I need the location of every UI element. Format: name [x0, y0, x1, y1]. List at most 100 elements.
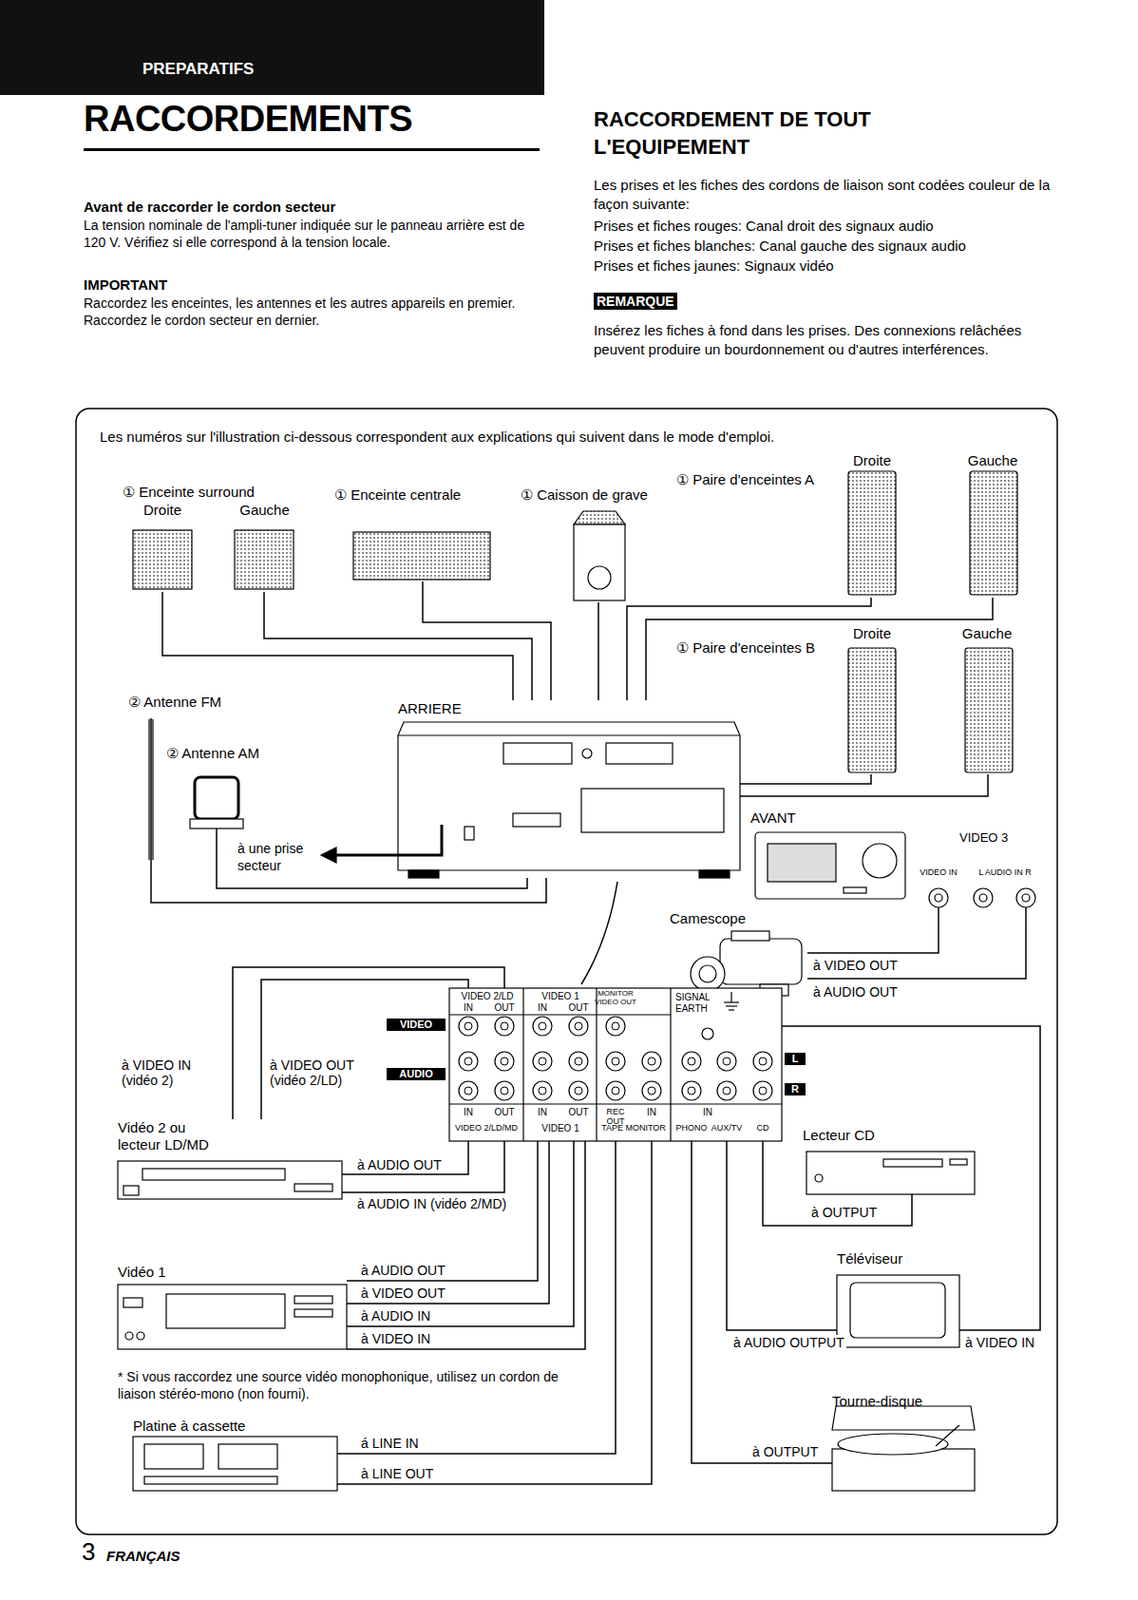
device-label: Gauche: [962, 625, 1013, 643]
jack: [682, 1081, 702, 1101]
drawing-part: [606, 1081, 626, 1101]
label: Raccordez les enceintes, les antennes et…: [83, 294, 545, 329]
drawing-part: [334, 824, 442, 855]
label: Prises et fiches jaunes: Signaux vidéo: [593, 256, 835, 276]
jack: [532, 1081, 552, 1101]
drawing-part: [166, 1293, 285, 1328]
drawing-part: [767, 843, 836, 882]
drawing-part: [848, 471, 896, 595]
label: R: [784, 1082, 806, 1096]
cable: [781, 1025, 1041, 1330]
drawing-part: [682, 1081, 702, 1101]
drawing-part: [606, 1016, 626, 1036]
drawing-part: [699, 870, 730, 878]
label: Insérez les fiches à fond dans les prise…: [593, 321, 1055, 359]
jacks: [458, 1016, 773, 1101]
title-rule: [83, 148, 540, 152]
device-label: Vidéo 2 ou lecteur LD/MD: [117, 1119, 225, 1154]
drawing-part: [832, 1448, 975, 1491]
drawing-part: [969, 471, 1018, 595]
header-bar: [0, 0, 545, 95]
cable: [626, 597, 872, 701]
drawing-part: [687, 1086, 696, 1095]
drawing-part: [294, 1183, 333, 1192]
drawing-part: [965, 647, 1013, 773]
drawing-part: [398, 734, 740, 736]
device-label: ① Enceinte centrale: [334, 486, 461, 504]
label: VIDEO 1: [525, 1122, 596, 1135]
drawing-part: [532, 1051, 552, 1071]
drawing-part: [500, 1086, 509, 1095]
cable: [261, 979, 469, 1120]
drawing-part: [611, 1022, 620, 1030]
drawing-part: [949, 1158, 968, 1165]
label: AUX/TV: [707, 1122, 746, 1133]
drawing-part: [353, 531, 491, 580]
drawing-part: [294, 1308, 333, 1317]
label: VIDEO 2/LD/MD: [450, 1122, 523, 1133]
label: Prises et fiches rouges: Canal droit des…: [593, 216, 934, 236]
video-deck: Vidéo 2 ou lecteur LD/MD: [117, 1119, 342, 1199]
label: L: [784, 1052, 806, 1065]
cassette-deck: Platine à cassette: [132, 1417, 338, 1491]
cable: [691, 1140, 833, 1463]
jack: [569, 1051, 588, 1071]
drawing-part: [581, 881, 618, 985]
drawing-part: [731, 930, 770, 941]
drawing-part: [806, 1151, 975, 1195]
speaker: Droite: [131, 501, 194, 592]
drawing-part: [398, 721, 740, 871]
camcorder: [690, 930, 802, 996]
drawing-part: [758, 1086, 767, 1095]
drawing-part: [125, 1331, 133, 1340]
drawing-part: [500, 1022, 509, 1030]
label: ① Paire d'enceintes B: [676, 638, 816, 658]
drawing-part: [728, 1008, 735, 1010]
drawing-part: [722, 1057, 731, 1065]
label: Les prises et les fiches des cordons de …: [593, 175, 1055, 213]
drawing-part: [935, 1424, 960, 1446]
device-label: Téléviseur: [836, 1250, 903, 1268]
drawing-part: [117, 1284, 347, 1349]
device-label: ① Caisson de grave: [520, 486, 648, 504]
label: IN: [693, 1106, 722, 1119]
drawing-part: [669, 987, 671, 1141]
cable: [346, 1140, 574, 1327]
label: VIDEO 1: [525, 990, 596, 1003]
drawing-part: [883, 1158, 943, 1167]
cable: [162, 591, 513, 701]
cable: [264, 591, 532, 701]
drawing-part: [647, 1057, 656, 1065]
cable: [346, 1140, 550, 1304]
drawing-part: [574, 1086, 583, 1095]
drawing-part: [574, 1022, 583, 1030]
label: ① Enceinte surround: [122, 482, 255, 502]
drawing-part: [587, 566, 611, 589]
jack: [532, 1051, 552, 1071]
drawing-part: [569, 1081, 588, 1101]
drawing-part: [701, 1027, 714, 1040]
drawing-part: [682, 1051, 702, 1071]
frame: [75, 408, 1058, 1535]
label: La tension nominale de l'ampli-tuner ind…: [83, 216, 545, 251]
drawing-part: [611, 1086, 620, 1095]
label: VIDEO 3: [959, 830, 1008, 847]
cable-label: à VIDEO OUT: [359, 1285, 448, 1301]
cable: [151, 718, 547, 903]
drawing-part: [717, 1081, 737, 1101]
cable-label: à AUDIO IN: [359, 1308, 433, 1324]
drawing-part: [581, 788, 724, 833]
receiver-front: AVANT: [750, 809, 1050, 930]
drawing-part: [642, 1051, 662, 1071]
jack: [494, 1016, 514, 1036]
cable: [807, 929, 1026, 979]
speaker: Droite: [840, 452, 904, 598]
drawing-part: [755, 832, 906, 899]
jack: [569, 1081, 588, 1101]
label: AUDIO: [386, 1067, 446, 1081]
drawing-part: [862, 843, 897, 878]
drawing-part: [522, 987, 524, 1141]
drawing-part: [717, 1051, 737, 1071]
cable: [597, 602, 600, 701]
